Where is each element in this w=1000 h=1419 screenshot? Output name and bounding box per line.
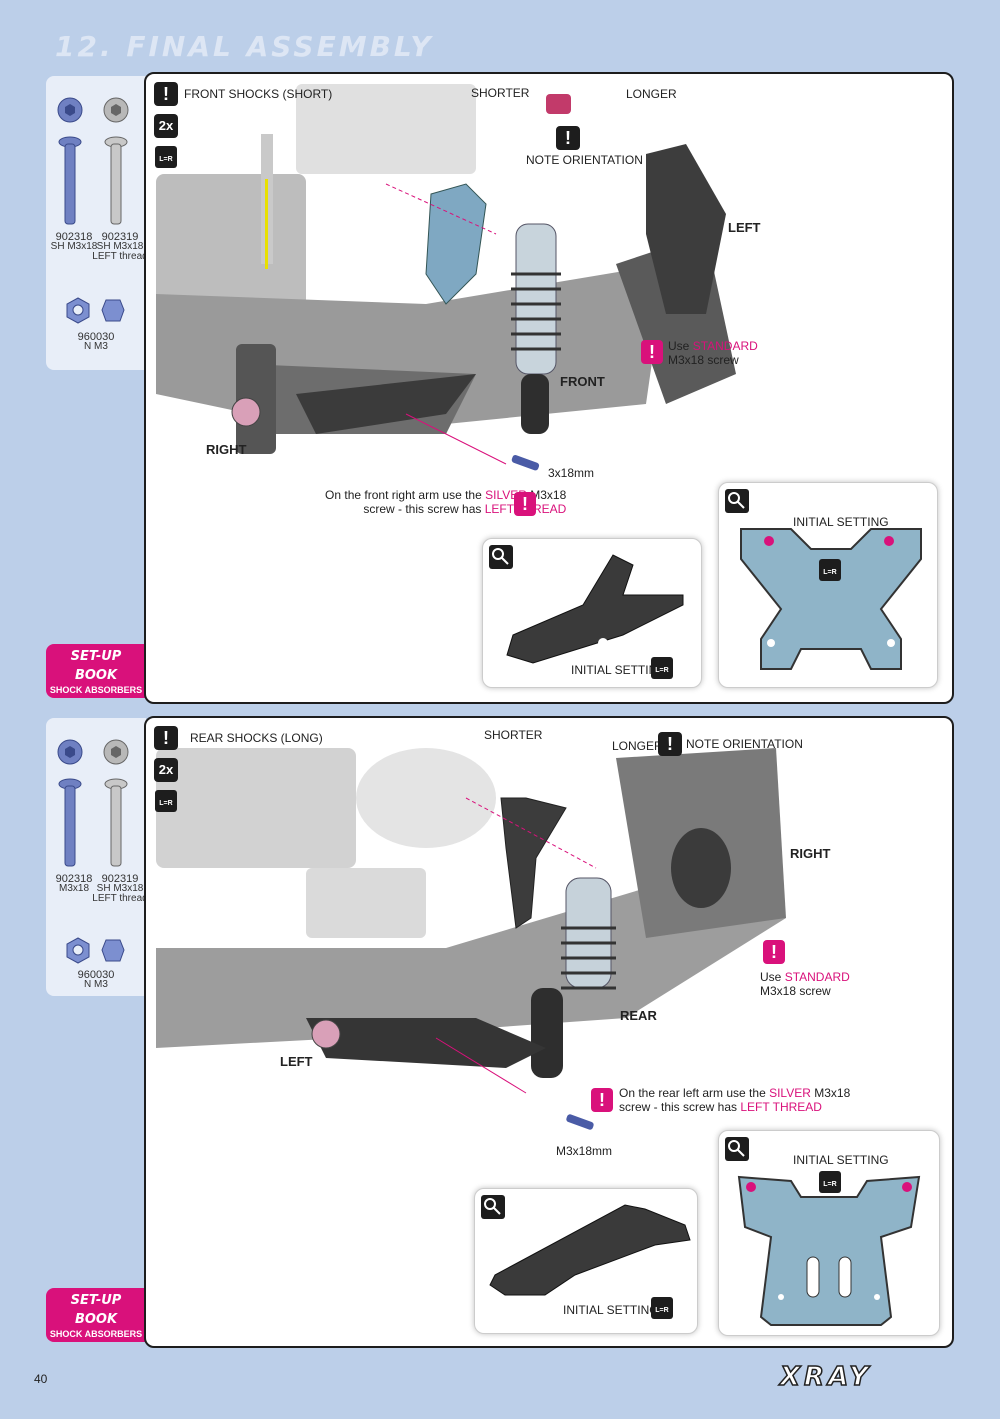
- rear-arm-detail: INITIAL SETTING L=R: [474, 1188, 698, 1334]
- nut-icon: [66, 937, 125, 964]
- left-equals-right-icon: L=R: [155, 146, 177, 168]
- silver-screw-warning: On the rear left arm use the SILVER M3x1…: [619, 1086, 851, 1114]
- left-equals-right-icon: L=R: [155, 790, 177, 812]
- detail-magnify-icon: [725, 1137, 749, 1161]
- front-arm-drawing: [506, 554, 684, 664]
- note-orientation-icon: !: [658, 732, 682, 756]
- rear-chassis-illustration: [156, 748, 786, 1130]
- rear-tower-detail: INITIAL SETTING L=R: [718, 1130, 940, 1336]
- note-orientation-icon: !: [556, 126, 580, 150]
- nut-icon: [66, 297, 125, 324]
- left-side-label: LEFT: [728, 220, 761, 235]
- initial-setting-label: INITIAL SETTING: [571, 663, 667, 677]
- standard-screw-warning-icon: !: [763, 940, 785, 964]
- rear-heading: REAR SHOCKS (LONG): [190, 731, 323, 745]
- longer-label: LONGER: [612, 739, 663, 753]
- right-side-label: RIGHT: [206, 442, 247, 457]
- left-equals-right-icon: L=R: [819, 1171, 841, 1193]
- setup-book-badge[interactable]: SET-UP BOOK SHOCK ABSORBERS: [46, 1288, 146, 1342]
- silver-screw-icon: [103, 739, 129, 867]
- blue-screw-icon: [57, 739, 83, 867]
- left-equals-right-icon: L=R: [651, 657, 673, 679]
- right-side-label: RIGHT: [790, 846, 831, 861]
- front-shock-tower-drawing: [740, 528, 922, 670]
- initial-setting-label: INITIAL SETTING: [563, 1303, 659, 1317]
- standard-screw-warning-icon: !: [641, 340, 663, 364]
- front-side-label: FRONT: [560, 374, 605, 389]
- front-arm-detail: INITIAL SETTING L=R: [482, 538, 702, 688]
- screw-size-label: 3x18mm: [548, 466, 595, 480]
- xray-logo: XRAY: [779, 1361, 873, 1393]
- rear-side-label: REAR: [620, 1008, 657, 1023]
- rear-arm-drawing: [489, 1204, 691, 1296]
- quantity-badge: 2x: [154, 758, 178, 782]
- left-equals-right-icon: L=R: [651, 1297, 673, 1319]
- screw-size-label: M3x18mm: [556, 1144, 613, 1158]
- detail-magnify-icon: [725, 489, 749, 513]
- rear-shock-tower-drawing: [737, 1175, 921, 1326]
- warning-icon: !: [154, 726, 178, 750]
- shorter-label: SHORTER: [471, 86, 530, 100]
- longer-label: LONGER: [626, 87, 677, 101]
- front-tower-detail: INITIAL SETTING L=R: [718, 482, 938, 688]
- silver-screw-icon: [103, 97, 129, 225]
- left-side-label: LEFT: [280, 1054, 313, 1069]
- blue-screw-icon: [57, 97, 83, 225]
- shorter-label: SHORTER: [484, 728, 543, 742]
- note-orientation-label: NOTE ORIENTATION: [686, 737, 803, 751]
- detail-magnify-icon: [481, 1195, 505, 1219]
- page-number: 40: [34, 1372, 48, 1386]
- detail-magnify-icon: [489, 545, 513, 569]
- left-thread-warning-icon: !: [514, 492, 536, 516]
- front-chassis-illustration: [156, 84, 736, 471]
- page-title: 12. FINAL ASSEMBLY: [55, 30, 434, 63]
- front-heading: FRONT SHOCKS (SHORT): [184, 87, 333, 101]
- left-equals-right-icon: L=R: [819, 559, 841, 581]
- rear-shocks-panel: ! REAR SHOCKS (LONG) 2x L=R SHORTER LONG…: [144, 716, 954, 1348]
- front-shocks-panel: ! FRONT SHOCKS (SHORT) 2x L=R SHORTER LO…: [144, 72, 954, 704]
- initial-setting-label: INITIAL SETTING: [793, 1153, 889, 1167]
- quantity-badge: 2x: [154, 114, 178, 138]
- warning-icon: !: [154, 82, 178, 106]
- initial-setting-label: INITIAL SETTING: [793, 515, 889, 529]
- left-thread-warning-icon: !: [591, 1088, 613, 1112]
- note-orientation-label: NOTE ORIENTATION: [526, 153, 643, 167]
- setup-book-badge[interactable]: SET-UP BOOK SHOCK ABSORBERS: [46, 644, 146, 698]
